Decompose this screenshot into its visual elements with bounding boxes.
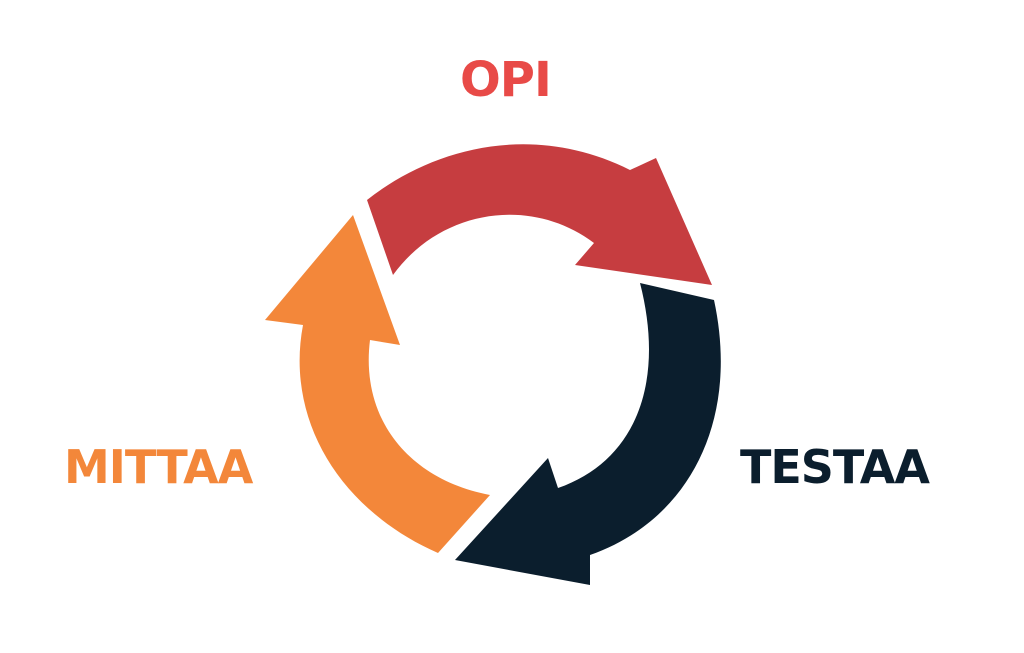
label-mittaa: MITTAA bbox=[64, 440, 253, 494]
opi-arrow bbox=[367, 144, 712, 285]
label-testaa: TESTAA bbox=[740, 440, 930, 494]
testaa-arrow bbox=[455, 283, 721, 585]
mittaa-arrow bbox=[265, 215, 490, 553]
label-opi: OPI bbox=[460, 52, 552, 108]
